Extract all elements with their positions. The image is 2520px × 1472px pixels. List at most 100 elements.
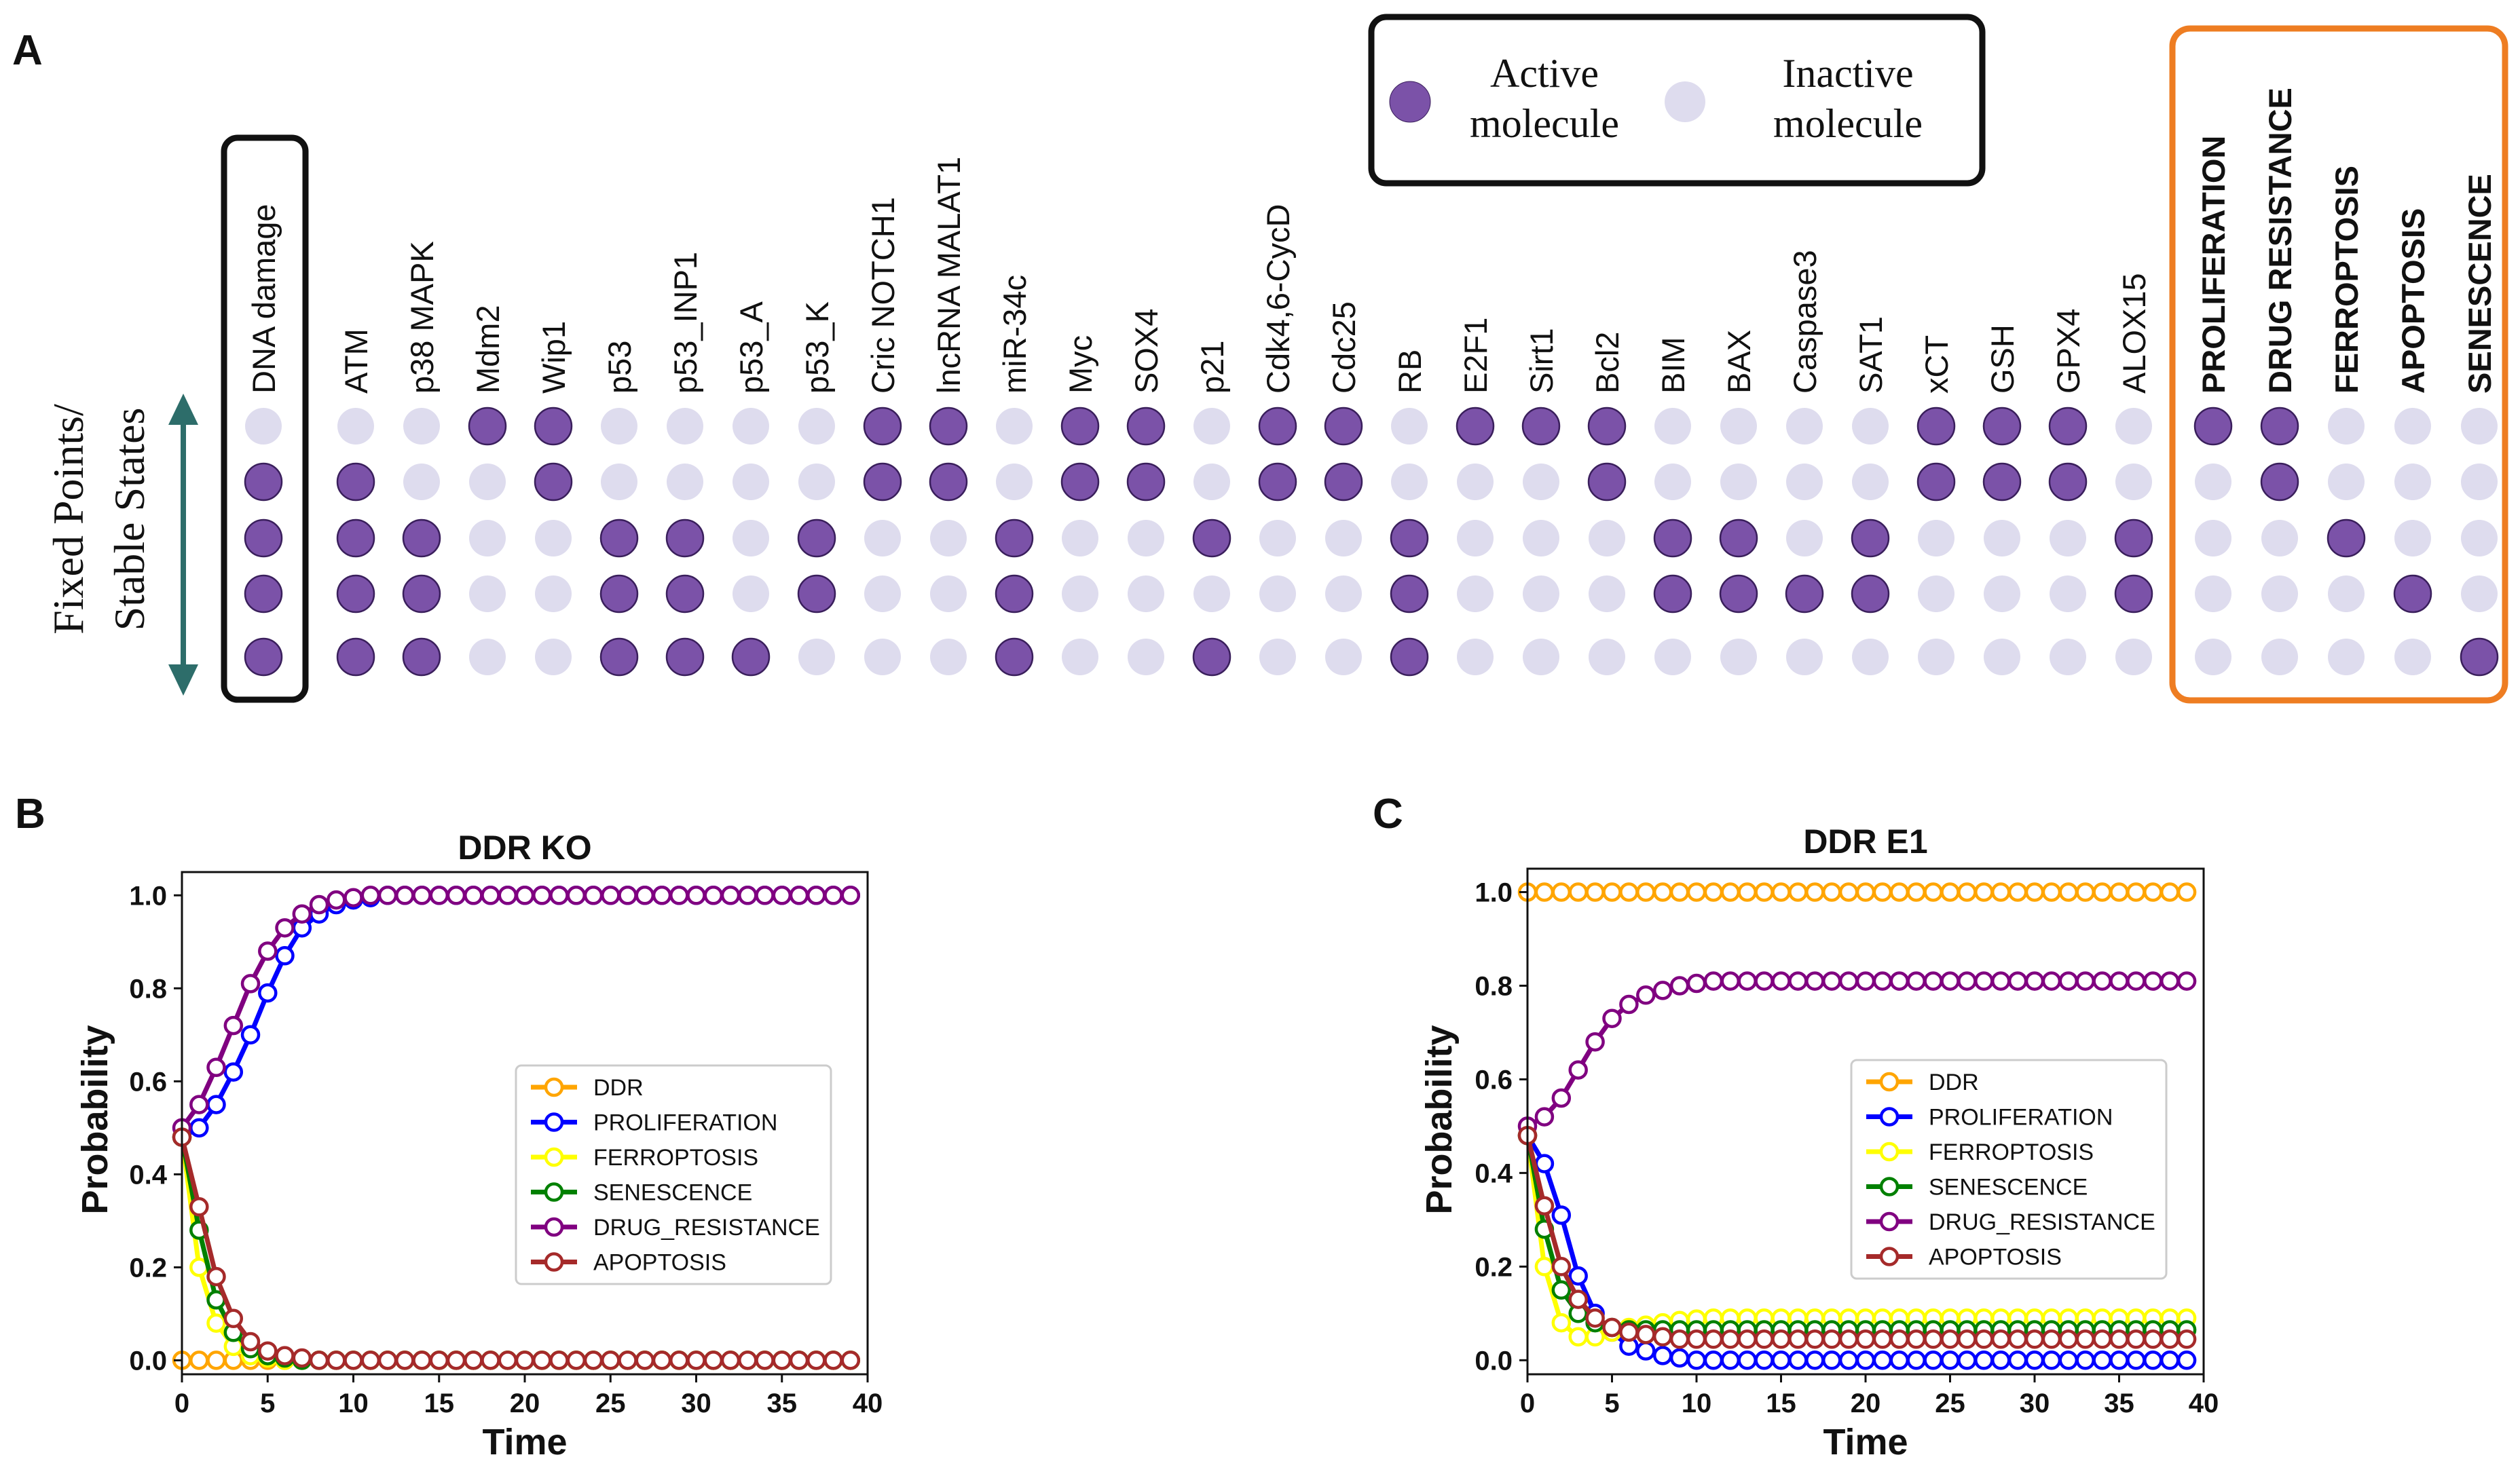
- legend-entry-senescence: SENESCENCE: [1866, 1175, 2088, 1201]
- inactive-dot-e2f1-state-2: [1457, 464, 1494, 500]
- data-point: [1585, 1308, 1605, 1328]
- column-label-gpx4: GPX4: [2050, 309, 2086, 394]
- active-dot-p53-a-state-5: [731, 637, 771, 677]
- data-point: [189, 1351, 209, 1370]
- data-point: [1923, 971, 1943, 991]
- inactive-dot-dna-damage-state-1: [245, 408, 282, 445]
- legend-box: [1368, 14, 1986, 187]
- y-tick-label: 0.6: [1475, 1065, 1513, 1095]
- data-point: [686, 1351, 706, 1370]
- inactive-dot-alox15-state-2: [2115, 464, 2152, 500]
- active-dot-myc-state-2: [1060, 462, 1100, 502]
- x-tick-label: 20: [1851, 1389, 1881, 1418]
- data-point: [807, 886, 826, 905]
- data-point: [1636, 882, 1656, 902]
- data-point: [1652, 1327, 1673, 1347]
- data-point: [686, 886, 706, 905]
- y-tick-label: 1.0: [1475, 877, 1513, 907]
- data-point: [1957, 882, 1977, 902]
- data-point: [1602, 882, 1622, 902]
- data-point: [1889, 971, 1910, 991]
- data-point: [309, 1351, 329, 1370]
- data-point: [377, 886, 398, 905]
- inactive-dot-bim-state-5: [1654, 639, 1691, 675]
- active-dot-rb-state-5: [1390, 637, 1429, 677]
- active-dot-mir-34c-state-4: [995, 574, 1034, 614]
- phenotype-box: [2169, 25, 2508, 704]
- inactive-dot-e2f1-state-3: [1457, 520, 1494, 556]
- column-label-mir-34c: miR-34c: [997, 275, 1033, 394]
- inactive-dot-ferroptosis-state-4: [2328, 575, 2365, 612]
- active-dot-p21-state-5: [1192, 637, 1231, 677]
- data-point: [1906, 882, 1926, 902]
- data-point: [1669, 1329, 1690, 1349]
- data-point: [2160, 1351, 2180, 1370]
- data-point: [1889, 1329, 1910, 1349]
- data-point: [1551, 1257, 1572, 1277]
- data-point: [464, 886, 483, 905]
- data-point: [1602, 1317, 1622, 1338]
- legend-entry-ferroptosis: FERROPTOSIS: [531, 1145, 758, 1171]
- y-tick-label: 0.0: [1475, 1346, 1513, 1376]
- data-point: [2075, 1351, 2095, 1370]
- inactive-dot-senescence-state-1: [2461, 408, 2498, 445]
- data-point: [206, 1095, 226, 1114]
- data-point: [1652, 882, 1673, 902]
- active-dot-bcl2-state-1: [1587, 407, 1627, 446]
- data-point: [583, 1351, 604, 1370]
- panel-label-a: A: [12, 27, 43, 74]
- data-point: [498, 886, 518, 905]
- active-dot-cdc25-state-2: [1324, 462, 1363, 502]
- inactive-dot-xct-state-5: [1918, 639, 1954, 675]
- active-dot-sox4-state-1: [1126, 407, 1166, 446]
- data-point: [1737, 1329, 1757, 1349]
- legend-inactive-label: molecule: [1773, 101, 1923, 146]
- active-dot-sirt1-state-1: [1521, 407, 1561, 446]
- inactive-dot-mdm2-state-4: [469, 575, 506, 612]
- column-label-mdm2: Mdm2: [470, 305, 506, 394]
- chart-title: DDR E1: [1803, 823, 1927, 861]
- inactive-dot-caspase3-state-2: [1786, 464, 1823, 500]
- data-point: [1940, 1329, 1960, 1349]
- data-point: [275, 1346, 295, 1365]
- inactive-dot-p21-state-1: [1193, 408, 1230, 445]
- column-label-xct: xCT: [1919, 335, 1954, 394]
- data-point: [1838, 971, 1859, 991]
- legend-marker-swatch: [1879, 1211, 1900, 1232]
- column-label-p53: p53: [601, 341, 637, 394]
- data-point: [2092, 1329, 2112, 1349]
- inactive-dot-gpx4-state-3: [2050, 520, 2086, 556]
- data-point: [2058, 882, 2079, 902]
- legend-entry-ddr: DDR: [1866, 1070, 1979, 1095]
- inactive-dot-bim-state-1: [1654, 408, 1691, 445]
- inactive-dot-proliferation-state-3: [2195, 520, 2231, 556]
- column-label-sox4: SOX4: [1128, 309, 1164, 394]
- data-point: [549, 886, 569, 905]
- active-dot-p38-mapk-state-4: [402, 574, 441, 614]
- data-point: [2160, 882, 2180, 902]
- active-dot-gsh-state-1: [1982, 407, 2022, 446]
- data-point: [1568, 882, 1588, 902]
- legend-marker-swatch: [544, 1217, 564, 1237]
- active-dot-p53-state-4: [599, 574, 639, 614]
- x-axis-label: Time: [1823, 1422, 1908, 1462]
- data-point: [1974, 1329, 1994, 1349]
- legend-frame: [515, 1064, 832, 1285]
- inactive-dot-wip1-state-5: [535, 639, 572, 675]
- data-point: [2176, 1329, 2197, 1349]
- data-point: [1636, 1325, 1656, 1344]
- data-point: [498, 1351, 518, 1370]
- column-label-cdc25: Cdc25: [1326, 301, 1362, 394]
- inactive-dot-gsh-state-4: [1984, 575, 2020, 612]
- dna-damage-box: [221, 134, 309, 703]
- active-dot-mir-34c-state-3: [995, 518, 1034, 558]
- data-point: [1906, 1329, 1926, 1349]
- data-point: [1534, 1257, 1555, 1277]
- x-tick-label: 30: [2020, 1389, 2050, 1418]
- data-point: [1788, 1351, 1808, 1370]
- data-point: [2143, 1329, 2163, 1349]
- x-tick-label: 30: [681, 1389, 711, 1418]
- data-point: [2176, 971, 2197, 991]
- data-point: [1534, 882, 1555, 902]
